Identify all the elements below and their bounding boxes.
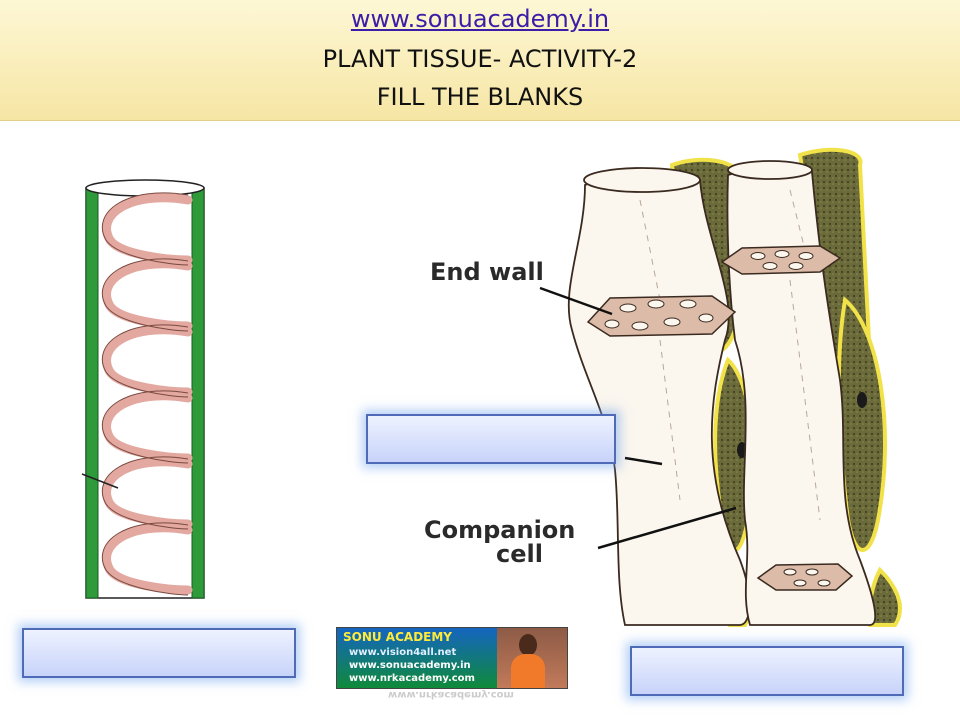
pointer-line: [81, 473, 119, 489]
blank-pointer-line: [624, 456, 663, 466]
website-link[interactable]: www.sonuacademy.in: [350, 5, 610, 33]
sieve-tube-back: [726, 166, 877, 626]
logo-url-3: www.nrkacademy.com: [349, 673, 475, 684]
end-wall-label: End wall: [430, 258, 544, 286]
sonu-academy-logo: SONU ACADEMY www.vision4all.net www.sonu…: [336, 627, 568, 689]
companion-cell-label-line2: cell: [496, 540, 543, 568]
blank-answer-box-middle[interactable]: [366, 414, 616, 464]
companion-cell-label-line1: Companion: [424, 516, 575, 544]
logo-title: SONU ACADEMY: [343, 630, 452, 644]
logo-url-1: www.vision4all.net: [349, 647, 457, 658]
slide-title: PLANT TISSUE- ACTIVITY-2: [322, 45, 638, 73]
sieve-plate: [720, 245, 842, 275]
teacher-photo: [497, 628, 567, 688]
blank-answer-box-left[interactable]: [22, 628, 296, 678]
spiral-thickening: [102, 193, 193, 595]
logo-reflection: www.nrkacademy.com: [388, 689, 514, 700]
blank-answer-box-right[interactable]: [630, 646, 904, 696]
sieve-plate: [586, 295, 737, 337]
logo-url-2: www.sonuacademy.in: [349, 660, 471, 671]
slide-header: www.sonuacademy.in PLANT TISSUE- ACTIVIT…: [0, 0, 960, 121]
slide-subtitle: FILL THE BLANKS: [376, 83, 584, 111]
xylem-vessel-diagram: [81, 179, 205, 599]
phloem-diagram: End wall Companion cell: [424, 147, 902, 627]
sieve-plate: [756, 563, 854, 591]
logo-banner: [337, 628, 497, 688]
